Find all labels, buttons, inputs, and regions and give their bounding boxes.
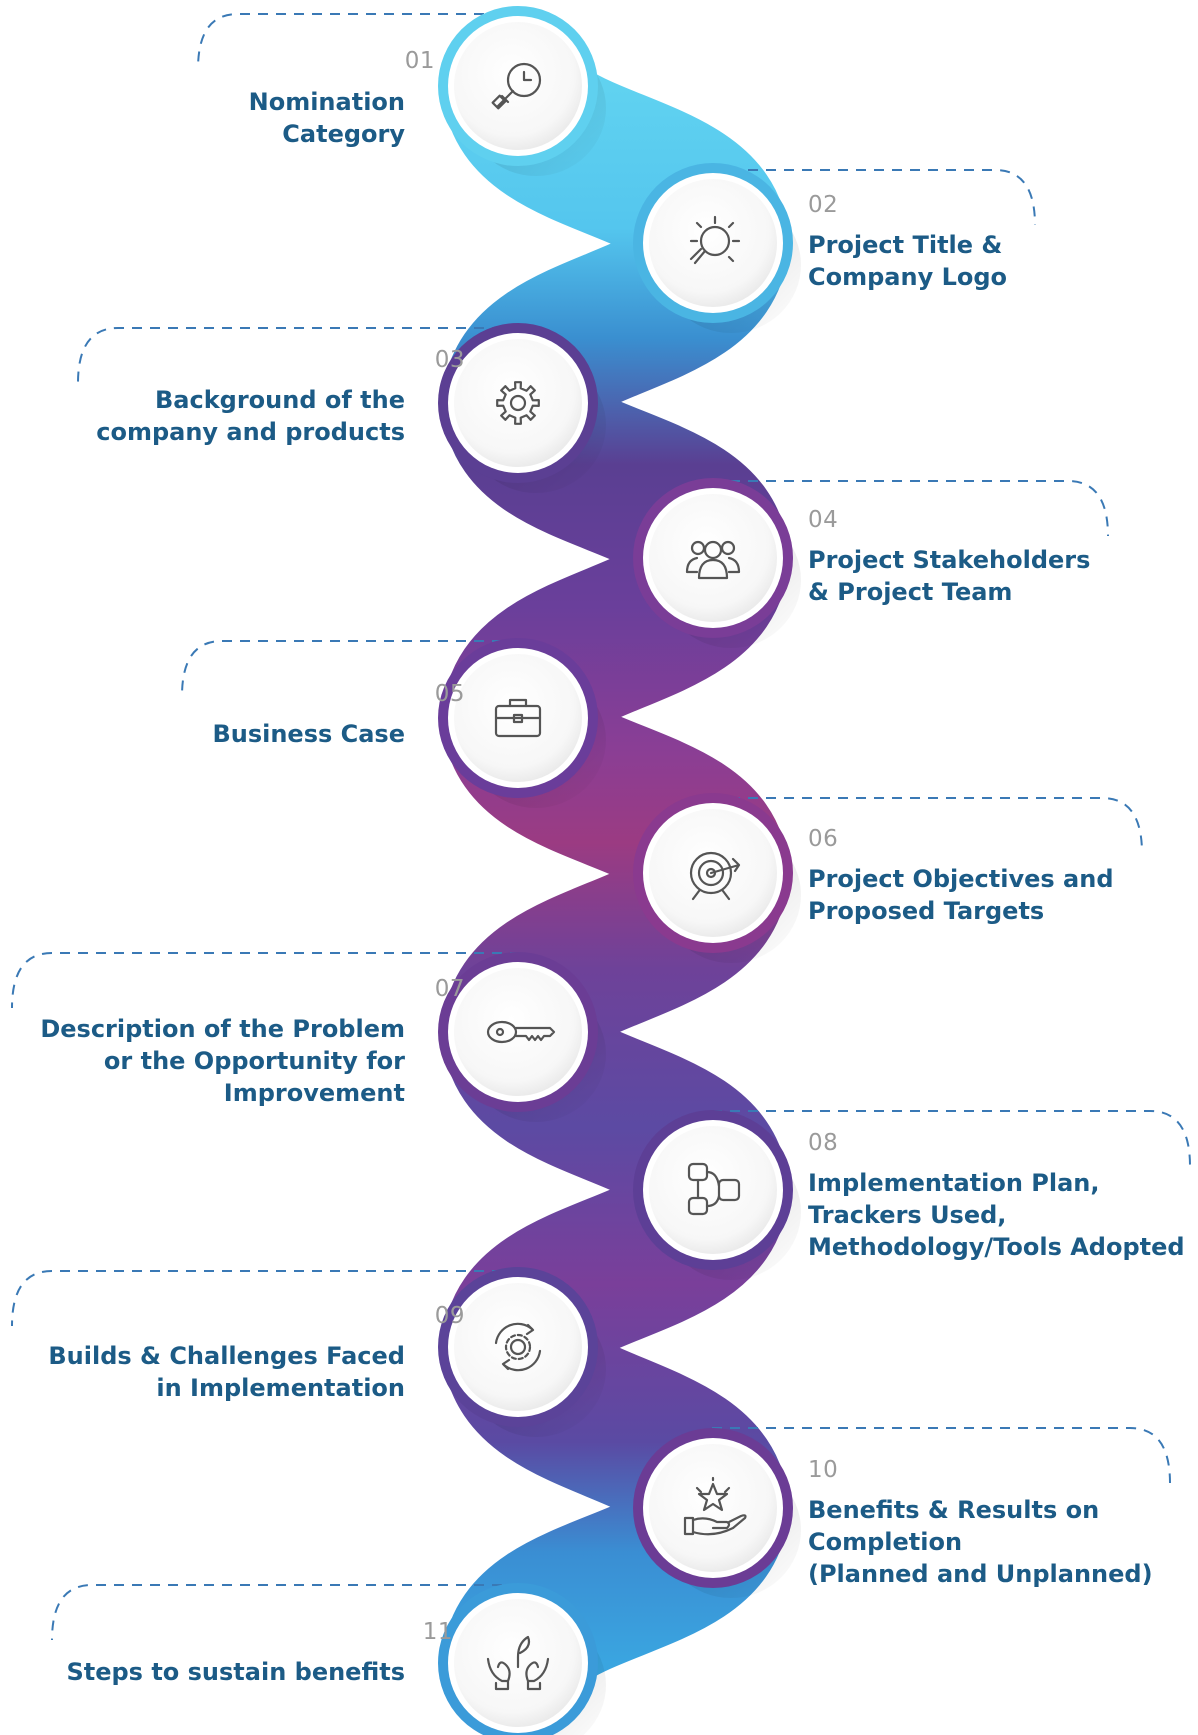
step-node-08 bbox=[633, 1110, 801, 1280]
step-number: 07 bbox=[434, 976, 465, 1002]
node-disc bbox=[649, 1444, 777, 1572]
dashed-bracket-1 bbox=[197, 13, 520, 70]
step-node-01 bbox=[438, 6, 606, 176]
dashed-bracket-6 bbox=[712, 797, 1143, 854]
step-title: Project Objectives and Proposed Targets bbox=[808, 865, 1114, 925]
node-disc bbox=[454, 968, 582, 1096]
step-number: 05 bbox=[434, 681, 465, 707]
step-node-05 bbox=[438, 638, 606, 808]
dashed-bracket-7 bbox=[11, 952, 520, 1009]
dashed-bracket-9 bbox=[11, 1270, 520, 1327]
node-disc bbox=[454, 1283, 582, 1411]
step-title: Project Title & Company Logo bbox=[808, 231, 1008, 291]
dashed-bracket-2 bbox=[712, 169, 1036, 226]
flowchart-icon bbox=[687, 1162, 741, 1216]
node-disc bbox=[649, 1126, 777, 1254]
briefcase-icon bbox=[494, 698, 542, 738]
step-number: 09 bbox=[434, 1303, 465, 1329]
step-number: 03 bbox=[434, 347, 465, 373]
step-title: Business Case bbox=[212, 720, 405, 748]
step-number: 01 bbox=[404, 48, 435, 74]
dashed-bracket-11 bbox=[51, 1584, 520, 1641]
step-title: Description of the Problem or the Opport… bbox=[40, 1015, 405, 1107]
step-title: Builds & Challenges Faced in Implementat… bbox=[48, 1342, 405, 1402]
step-node-06 bbox=[633, 793, 801, 963]
step-node-04 bbox=[633, 478, 801, 648]
step-title: Project Stakeholders & Project Team bbox=[808, 546, 1091, 606]
step-number: 10 bbox=[808, 1457, 839, 1483]
node-disc bbox=[454, 22, 582, 150]
target-icon bbox=[689, 851, 741, 901]
dashed-bracket-5 bbox=[181, 640, 520, 697]
node-disc bbox=[649, 179, 777, 307]
step-title: Benefits & Results on Completion (Planne… bbox=[808, 1496, 1153, 1588]
lightbulb-icon bbox=[689, 215, 741, 265]
hands-plant-icon bbox=[486, 1635, 550, 1691]
step-title: Implementation Plan, Trackers Used, Meth… bbox=[808, 1169, 1185, 1261]
hand-star-icon bbox=[683, 1476, 747, 1536]
dashed-bracket-4 bbox=[712, 480, 1109, 537]
step-node-10 bbox=[633, 1428, 801, 1598]
key-icon bbox=[486, 1020, 556, 1044]
dashed-bracket-8 bbox=[712, 1110, 1191, 1167]
gear-icon bbox=[496, 381, 540, 425]
step-number: 08 bbox=[808, 1130, 839, 1156]
step-node-03 bbox=[438, 323, 606, 493]
team-icon bbox=[685, 540, 741, 580]
step-node-09 bbox=[438, 1267, 606, 1437]
step-title: Nomination Category bbox=[248, 88, 405, 148]
step-number: 11 bbox=[422, 1619, 453, 1645]
step-title: Background of the company and products bbox=[96, 386, 405, 446]
step-node-07 bbox=[438, 952, 606, 1122]
step-node-02 bbox=[633, 163, 801, 333]
step-node-11 bbox=[438, 1583, 606, 1735]
step-number: 02 bbox=[808, 192, 839, 218]
step-title: Steps to sustain benefits bbox=[66, 1658, 405, 1686]
node-disc bbox=[454, 339, 582, 467]
step-number: 06 bbox=[808, 826, 839, 852]
search-clock-icon bbox=[491, 62, 542, 110]
gear-cycle-icon bbox=[494, 1322, 542, 1372]
step-number: 04 bbox=[808, 507, 839, 533]
dashed-bracket-3 bbox=[77, 327, 520, 384]
dashed-bracket-10 bbox=[712, 1427, 1171, 1484]
